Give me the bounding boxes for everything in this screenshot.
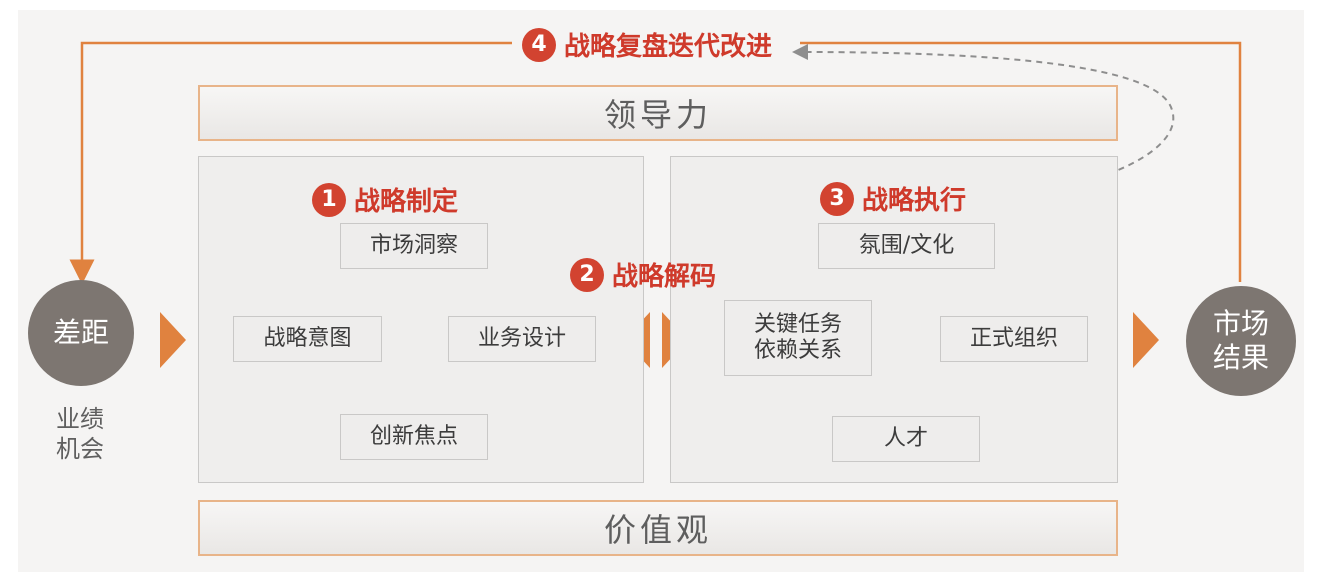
step-1-text: 战略制定 — [354, 187, 459, 217]
flow-arrow-right — [1133, 312, 1159, 368]
step-2-text: 战略解码 — [612, 262, 717, 292]
box-business-design: 业务设计 — [448, 316, 596, 362]
values-bar: 价值观 — [198, 500, 1118, 556]
box-market-insight: 市场洞察 — [340, 223, 488, 269]
step-4-number: 4 — [522, 27, 556, 62]
step-4-text: 战略复盘迭代改进 — [564, 32, 773, 62]
box-formal-organization: 正式组织 — [940, 316, 1088, 362]
box-key-tasks: 关键任务 依赖关系 — [724, 300, 872, 376]
box-talent: 人才 — [832, 416, 980, 462]
step-4-label: 4 战略复盘迭代改进 — [522, 26, 772, 63]
step-2-number: 2 — [570, 257, 604, 292]
step-3-text: 战略执行 — [862, 186, 967, 216]
gap-circle: 差距 — [28, 280, 134, 386]
leadership-bar: 领导力 — [198, 85, 1118, 141]
box-climate-culture: 氛围/文化 — [818, 223, 995, 269]
step-1-label: 1 战略制定 — [312, 181, 458, 218]
market-result-circle: 市场 结果 — [1186, 286, 1296, 396]
step-2-label: 2 战略解码 — [570, 256, 716, 293]
box-strategic-intent: 战略意图 — [233, 316, 382, 362]
feedback-loop-line — [82, 41, 1242, 282]
gap-caption: 业绩 机会 — [56, 405, 104, 463]
box-innovation-focus: 创新焦点 — [340, 414, 488, 460]
step-3-label: 3 战略执行 — [820, 180, 966, 217]
flow-arrow-left — [160, 312, 186, 368]
step-1-number: 1 — [312, 182, 346, 217]
step-3-number: 3 — [820, 181, 854, 216]
